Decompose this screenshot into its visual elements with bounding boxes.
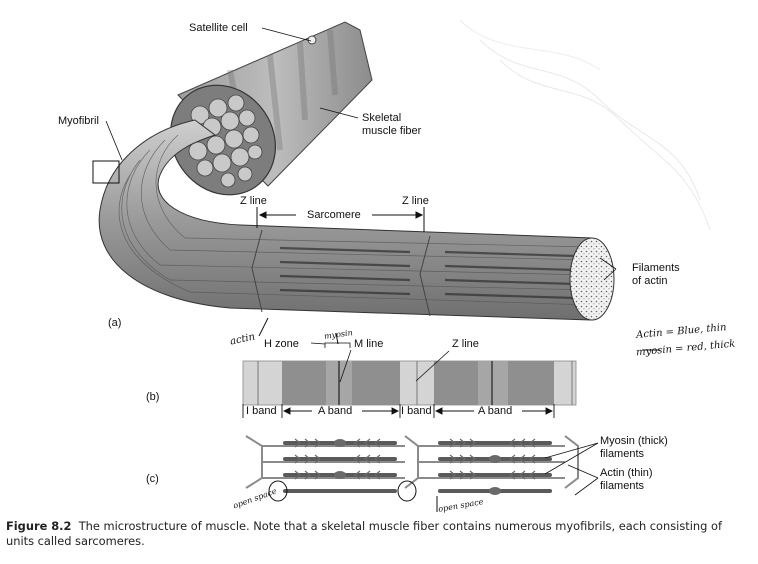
figure-caption: Figure 8.2 The microstructure of muscle.… [6, 519, 752, 549]
leader-lines-a [105, 27, 617, 281]
label-z-line-b: Z line [452, 338, 479, 350]
actin-cross-section [569, 237, 615, 321]
label-satellite-cell: Satellite cell [189, 22, 248, 34]
leader-lines-c [544, 442, 599, 496]
label-h-zone: H zone [264, 338, 299, 350]
background-texture [459, 19, 711, 231]
label-m-line: M line [354, 338, 384, 350]
label-panel-b: (b) [146, 391, 160, 403]
label-a-band-left: A band [318, 405, 353, 417]
label-panel-a: (a) [108, 317, 122, 329]
band-brackets [242, 404, 555, 418]
label-z-line-right: Z line [402, 195, 429, 207]
label-myosin-filaments: filaments [600, 448, 645, 460]
label-i-band-right: I band [401, 405, 432, 417]
label-i-band-left: I band [246, 405, 277, 417]
myofibril-box [92, 160, 120, 184]
figure-number: Figure 8.2 [6, 519, 72, 533]
caption-text: The microstructure of muscle. Note that … [6, 519, 722, 548]
label-panel-c: (c) [146, 473, 159, 485]
label-of-actin: of actin [632, 275, 668, 287]
satellite-cell-dot [307, 35, 317, 45]
label-a-band-right: A band [478, 405, 513, 417]
filament-diagram [245, 435, 579, 502]
label-actin-filaments: filaments [600, 480, 645, 492]
label-muscle-fiber: muscle fiber [362, 125, 422, 137]
label-actin-thin: Actin (thin) [600, 467, 653, 479]
label-sarcomere: Sarcomere [307, 209, 361, 221]
sarcomere-band-strip [242, 360, 577, 406]
label-z-line-left: Z line [240, 195, 267, 207]
label-myosin-thick: Myosin (thick) [600, 435, 668, 447]
skeletal-muscle-fiber [169, 21, 373, 196]
label-filaments: Filaments [632, 262, 680, 274]
myofibril-tube [98, 119, 615, 321]
pen-annotations [258, 317, 660, 512]
label-myofibril: Myofibril [58, 115, 99, 127]
sarcomere-bracket [256, 207, 425, 232]
label-skeletal: Skeletal [362, 112, 402, 124]
